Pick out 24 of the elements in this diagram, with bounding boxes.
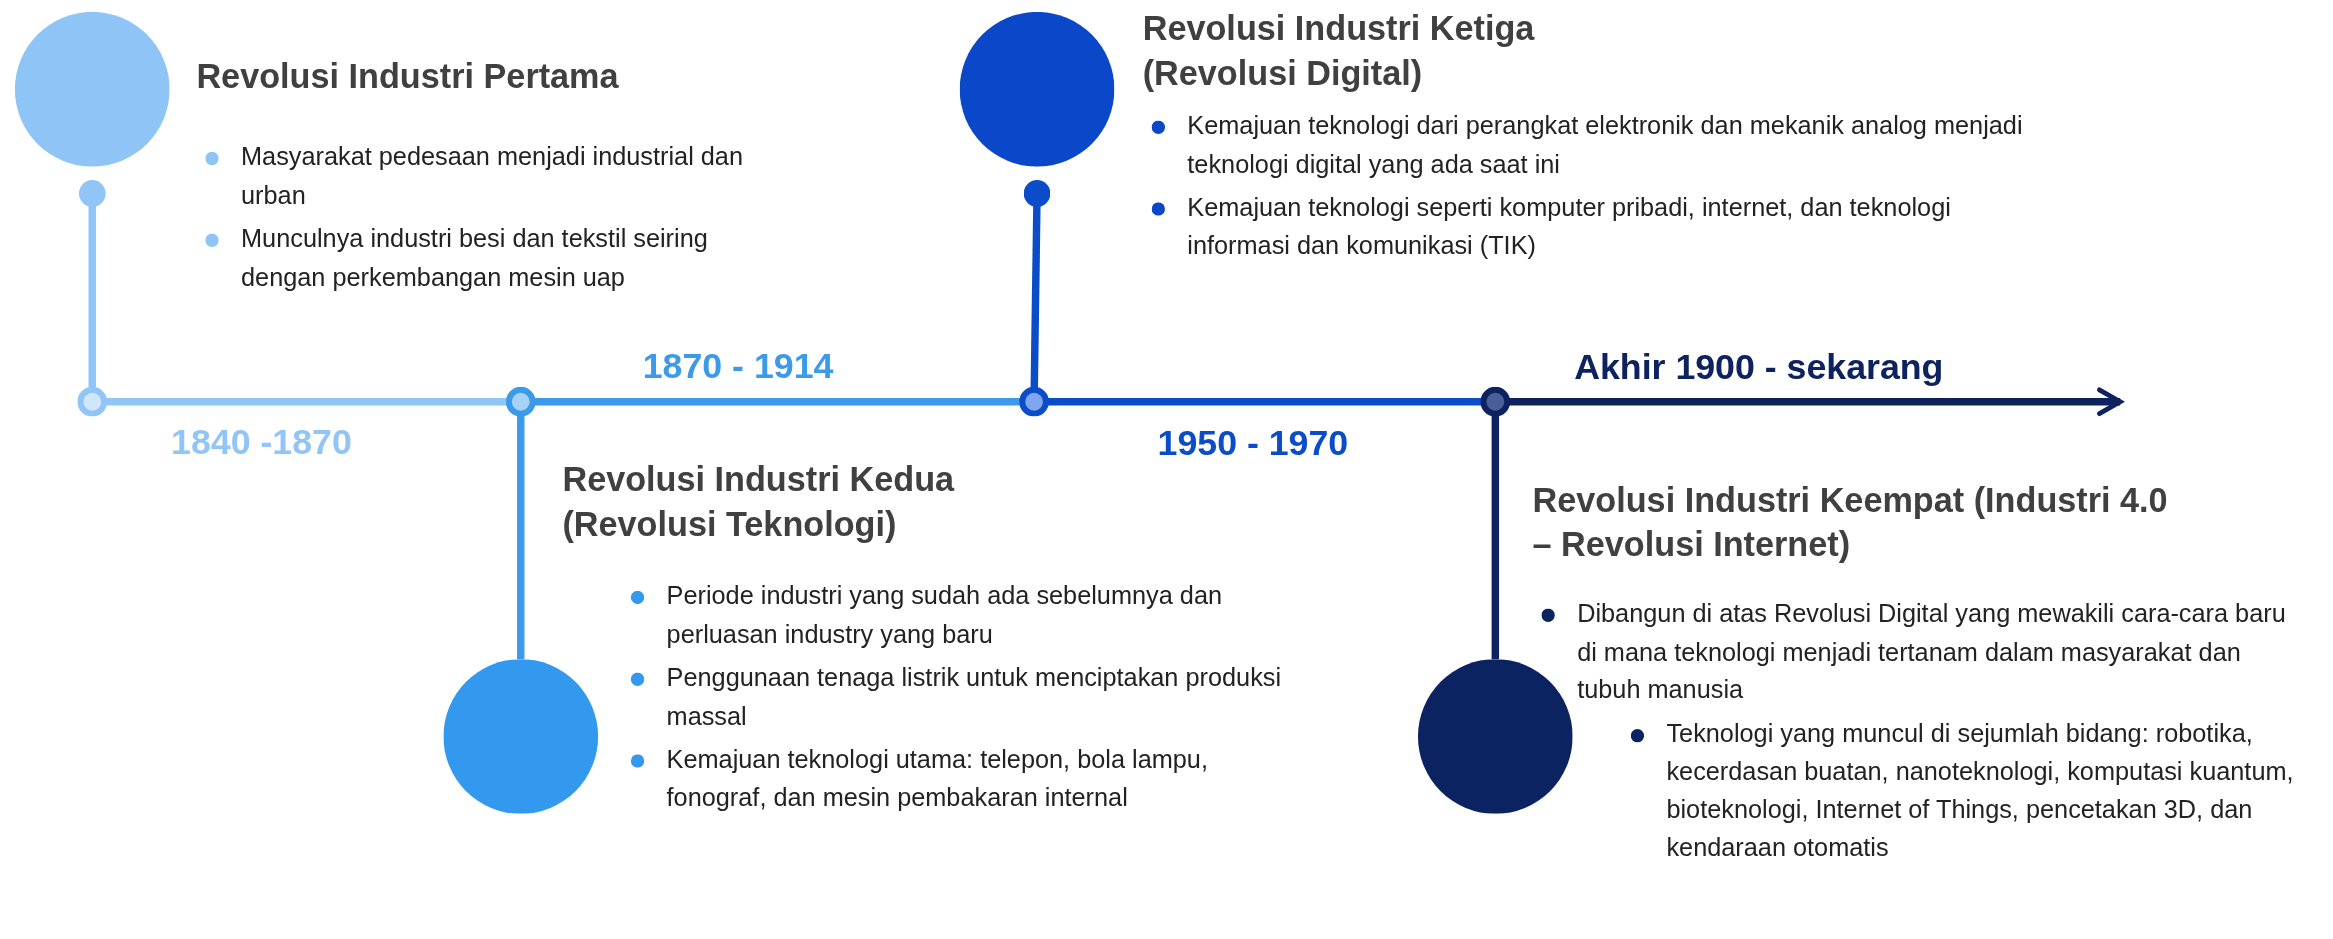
- bullet-text: Kemajuan teknologi utama: telepon, bola lampu, fonograf, dan mesin pembakaran internal: [666, 744, 1209, 814]
- timeline-line: [78, 180, 106, 390]
- bullet-text: Penggunaan tenaga listrik untuk menciptakan produksi massal: [666, 662, 1283, 732]
- timeline-line: [104, 398, 509, 406]
- date-label: 1870 - 1914: [642, 345, 834, 387]
- timeline-line: [1046, 398, 1484, 406]
- era-heading: Revolusi Industri Kedua (Revolusi Teknologi): [562, 458, 956, 545]
- bullet-text: Kemajuan teknologi dari perangkat elektronik dan mekanik analog menjadi teknologi digital yang ada saat ini: [1187, 110, 2024, 180]
- timeline-line: [517, 413, 525, 660]
- timeline-line: [1507, 387, 2123, 416]
- bullet-text: Masyarakat pedesaan menjadi industrial dan urban: [241, 141, 744, 212]
- era-heading: Revolusi Industri Pertama: [196, 55, 620, 98]
- date-label: 1840 -1870: [171, 421, 352, 463]
- bullet-text: Munculnya industri besi dan tekstil seiring dengan perkembangan mesin uap: [241, 223, 709, 293]
- bullet-text: Kemajuan teknologi seperti komputer pribadi, internet, dan teknologi informasi dan komunikasi (TIK): [1187, 192, 1952, 262]
- era-heading: Revolusi Industri Keempat (Industri 4.0 – Revolusi Internet): [1532, 479, 2169, 566]
- date-label: 1950 - 1970: [1157, 422, 1349, 465]
- bullet-text: Periode industri yang sudah ada sebelumnya dan perluasan industry yang baru: [666, 580, 1223, 650]
- bullet-text: Teknologi yang muncul di sejumlah bidang: robotika, kecerdasan buatan, nanoteknologi, komputasi kuantum, bioteknologi, Internet of Things, pencetakan 3D, dan kendaraan otomatis: [1666, 718, 2295, 864]
- bullet-text: Dibangun di atas Revolusi Digital yang mewakili cara-cara baru di mana teknologi menjadi tertanam dalam masyarakat dan tubuh manusia: [1577, 598, 2287, 706]
- timeline-line: [1491, 413, 1500, 660]
- date-label: Akhir 1900 - sekarang: [1574, 346, 1944, 389]
- era-heading: Revolusi Industri Ketiga (Revolusi Digital): [1142, 7, 1536, 95]
- timeline-line: [1023, 180, 1051, 390]
